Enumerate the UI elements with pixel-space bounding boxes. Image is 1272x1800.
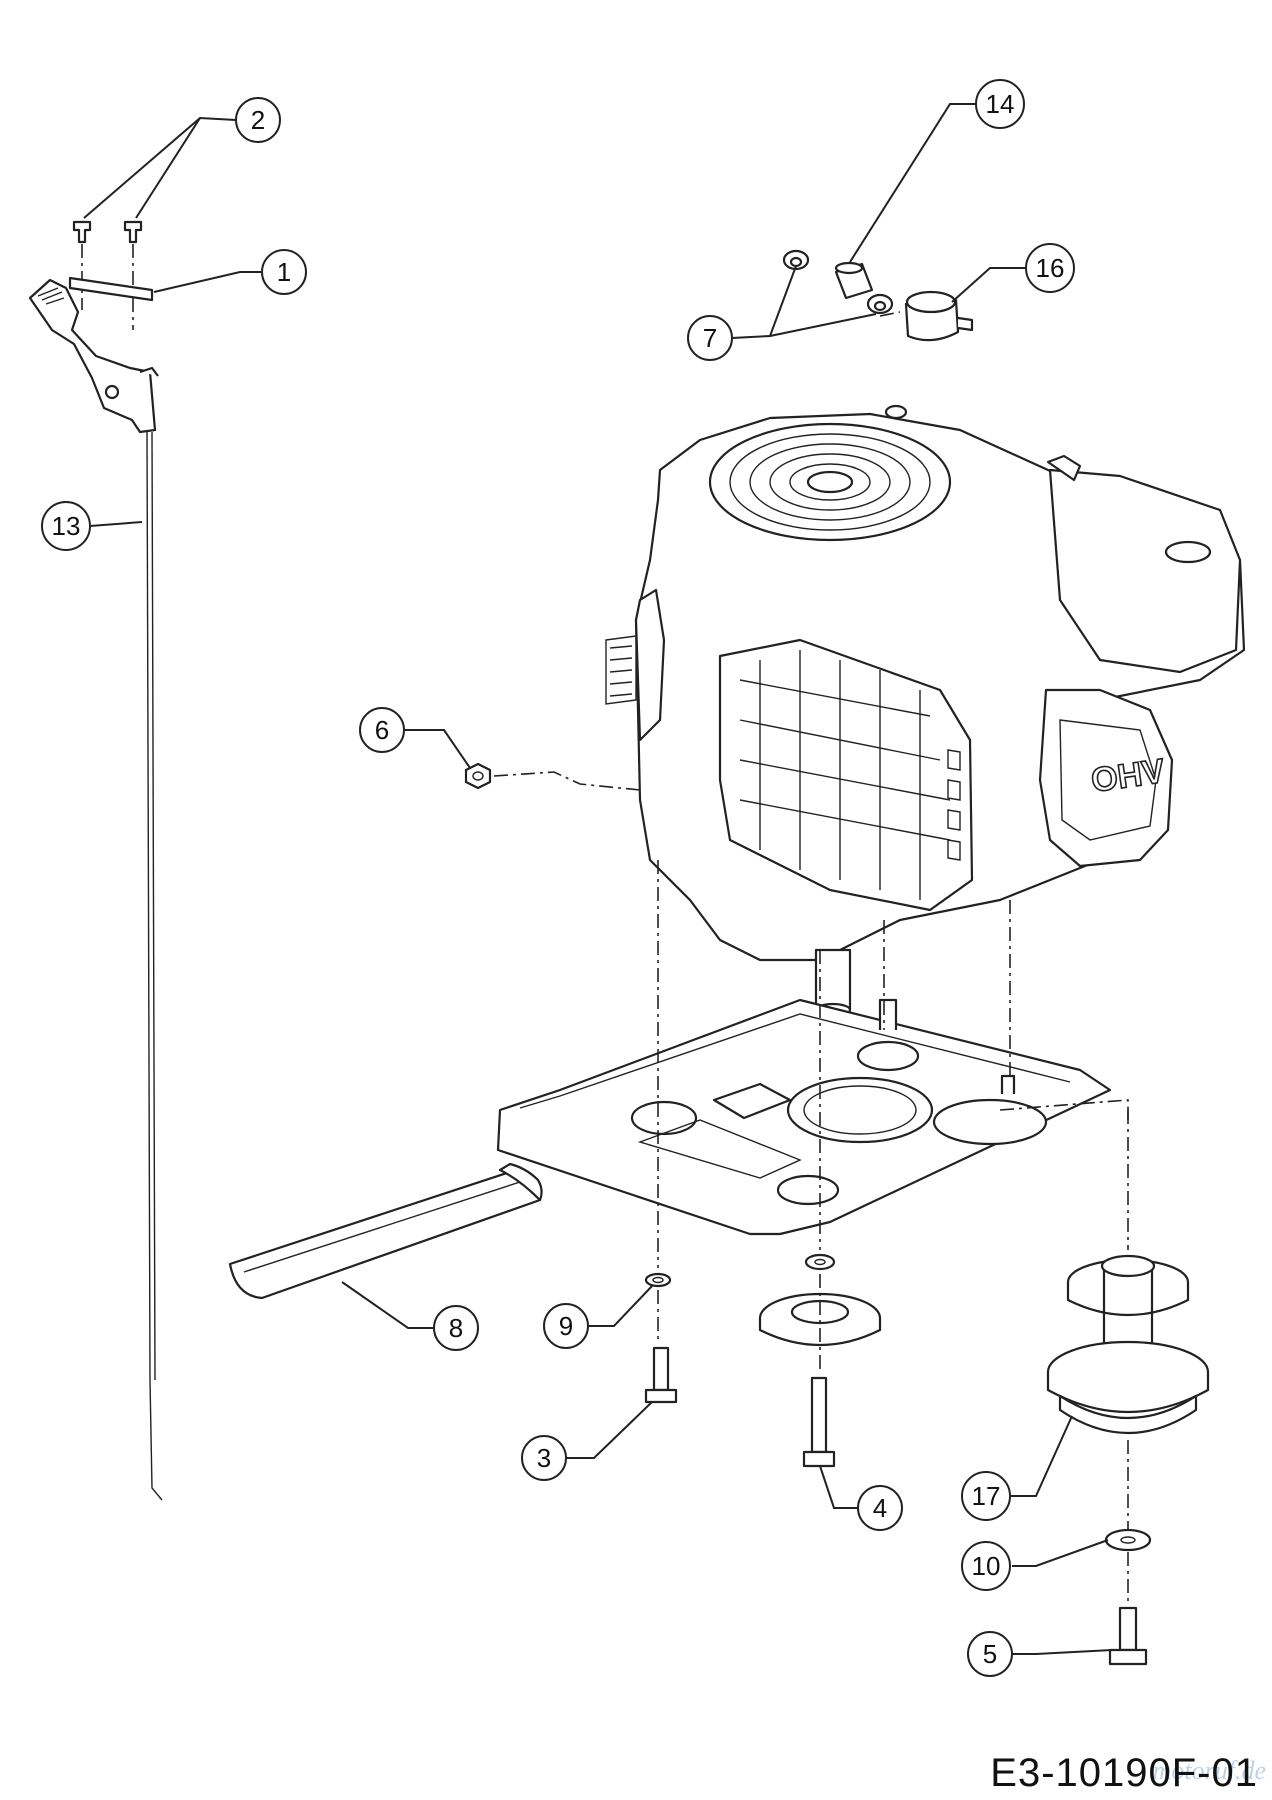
watermark: motoruf.de bbox=[1152, 1756, 1266, 1785]
hex-nut bbox=[464, 762, 492, 790]
callout-6: 6 bbox=[359, 707, 405, 753]
flat-washer bbox=[1104, 1528, 1152, 1552]
leader-lines bbox=[83, 103, 1113, 1655]
callout-3: 3 bbox=[521, 1435, 567, 1481]
drawing-code: E3-10190F-01 bbox=[990, 1751, 1258, 1795]
spacer-washer bbox=[804, 1253, 836, 1271]
hose-clamp-right bbox=[866, 293, 894, 315]
throttle-cable bbox=[146, 431, 163, 1501]
cable-clamp-plate bbox=[68, 276, 154, 302]
svg-text:1: 1 bbox=[277, 257, 291, 287]
deflector-chute bbox=[228, 1162, 543, 1300]
callout-2: 2 bbox=[235, 97, 281, 143]
fuel-filter bbox=[904, 290, 974, 342]
callout-16: 16 bbox=[1025, 243, 1075, 293]
callout-4: 4 bbox=[857, 1485, 903, 1531]
callout-14: 14 bbox=[975, 79, 1025, 129]
callout-8: 8 bbox=[433, 1305, 479, 1351]
callout-10: 10 bbox=[961, 1541, 1011, 1591]
screw-pair bbox=[72, 220, 143, 244]
pulley-bolt bbox=[1108, 1606, 1148, 1666]
svg-text:16: 16 bbox=[1036, 253, 1065, 283]
svg-text:2: 2 bbox=[251, 105, 265, 135]
svg-text:17: 17 bbox=[972, 1481, 1001, 1511]
svg-text:3: 3 bbox=[537, 1443, 551, 1473]
callout-1: 1 bbox=[261, 249, 307, 295]
callout-13: 13 bbox=[41, 501, 91, 551]
callout-7: 7 bbox=[687, 315, 733, 361]
engine-drive-pulley bbox=[1046, 1254, 1210, 1434]
svg-text:6: 6 bbox=[375, 715, 389, 745]
deck-mounting-plate bbox=[496, 998, 1112, 1236]
lock-washer bbox=[644, 1272, 672, 1288]
callout-5: 5 bbox=[967, 1631, 1013, 1677]
svg-text:5: 5 bbox=[983, 1639, 997, 1669]
hex-bolt-long bbox=[802, 1376, 836, 1468]
svg-text:4: 4 bbox=[873, 1493, 887, 1523]
svg-text:7: 7 bbox=[703, 323, 717, 353]
callout-17: 17 bbox=[961, 1471, 1011, 1521]
svg-text:8: 8 bbox=[449, 1313, 463, 1343]
svg-text:10: 10 bbox=[972, 1551, 1001, 1581]
svg-text:13: 13 bbox=[52, 511, 81, 541]
hex-bolt-short bbox=[644, 1346, 678, 1404]
svg-text:9: 9 bbox=[559, 1311, 573, 1341]
svg-text:14: 14 bbox=[986, 89, 1015, 119]
engine-block: OHV bbox=[605, 404, 1246, 1018]
hose-clamp-left bbox=[782, 249, 810, 271]
callout-9: 9 bbox=[543, 1303, 589, 1349]
throttle-lever-bracket bbox=[28, 278, 159, 434]
fuel-hose-segment bbox=[834, 261, 874, 300]
